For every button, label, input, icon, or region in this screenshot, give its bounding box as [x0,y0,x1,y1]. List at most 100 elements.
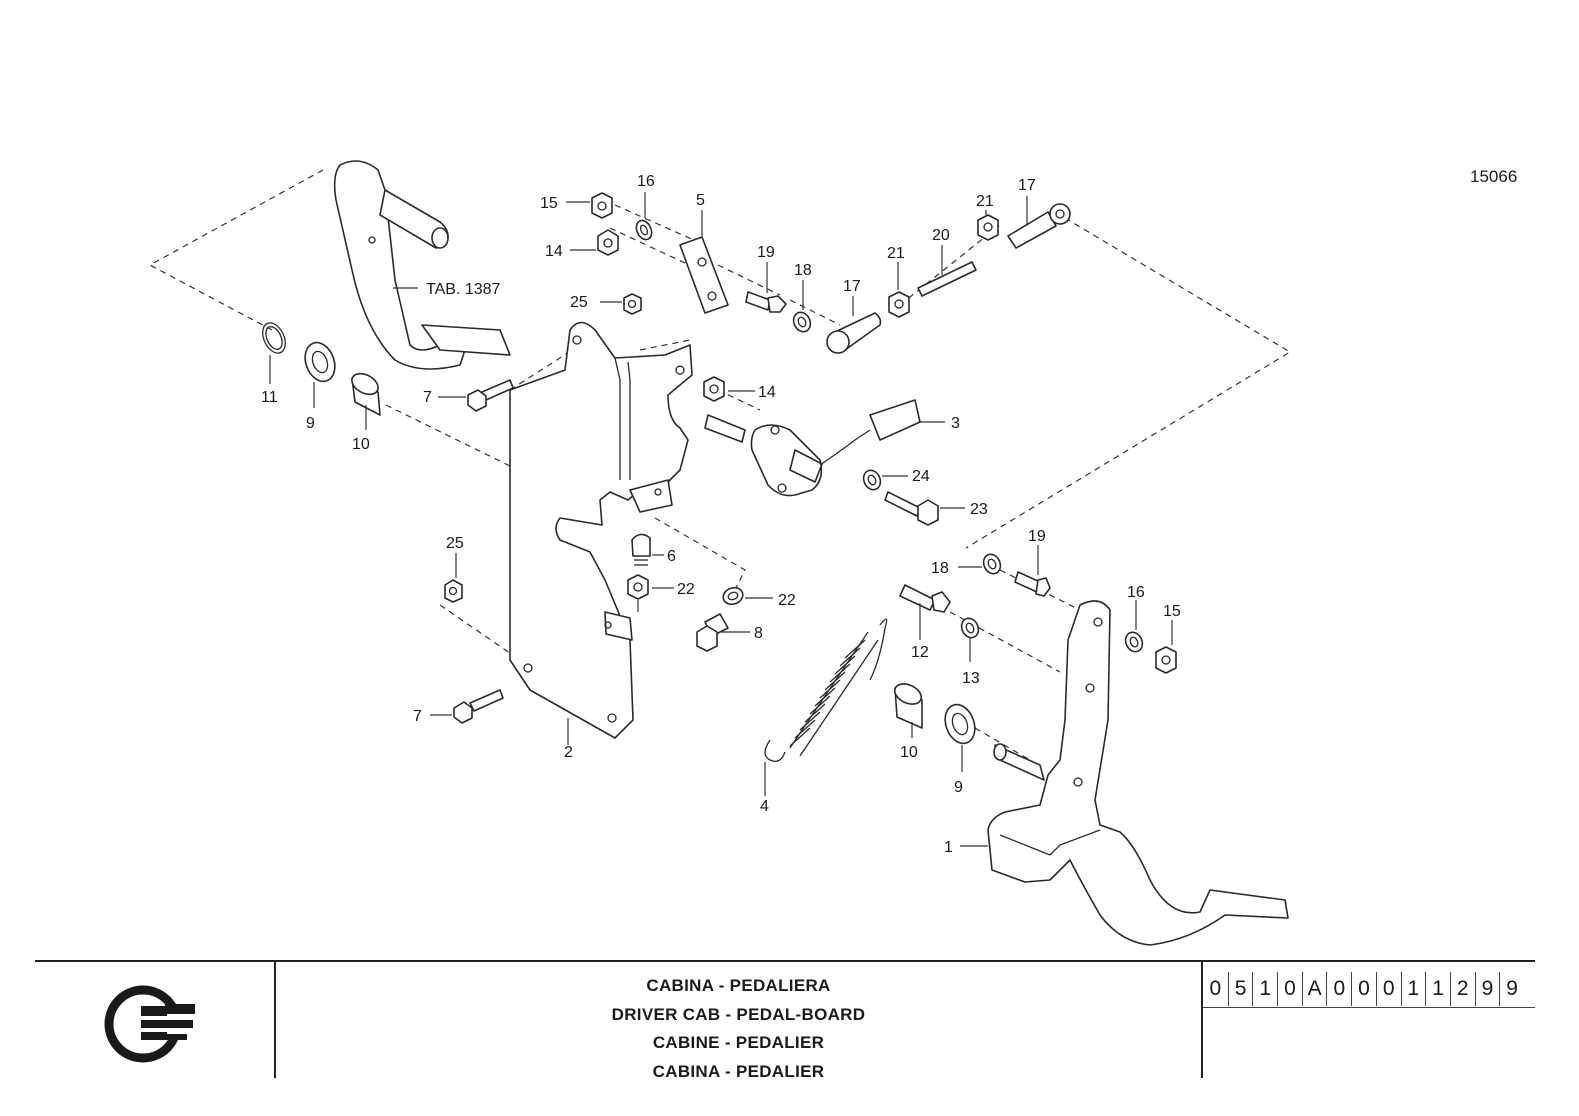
part-8-bolt: 8 [696,613,763,652]
part-17-ball-socket-upper: 17 [1007,177,1071,249]
title-block: CABINA - PEDALIERA DRIVER CAB - PEDAL-BO… [35,960,1535,1116]
svg-text:21: 21 [887,245,905,262]
part-25-nut-upper: 25 [570,293,642,315]
part-18-washer-upper: 18 [792,262,812,333]
code-char: 0 [1326,972,1351,1006]
part-14-nut-lower: 14 [703,376,776,402]
svg-text:14: 14 [758,384,776,401]
part-2-mounting-bracket: 2 [509,321,693,761]
svg-text:18: 18 [794,262,812,279]
svg-text:7: 7 [423,389,432,406]
code-char: 1 [1252,972,1277,1006]
svg-text:1: 1 [944,839,953,856]
svg-text:15: 15 [540,195,558,212]
svg-text:18: 18 [931,560,949,577]
svg-text:25: 25 [570,294,588,311]
title-block-top-rule [35,960,1535,962]
title-italian: CABINA - PEDALIERA [646,976,831,995]
svg-text:10: 10 [900,744,918,761]
code-char: 0 [1209,977,1222,1000]
svg-text:15: 15 [1163,603,1181,620]
part-16-washer-lower: 16 [1124,584,1145,653]
svg-text:4: 4 [760,798,769,815]
code-char: 0 [1351,972,1376,1006]
part-11-snap-ring: 11 [261,322,286,406]
code-char: 9 [1474,972,1500,1006]
title-english: DRIVER CAB - PEDAL-BOARD [611,1004,866,1024]
code-underline [1203,1007,1535,1008]
svg-text:25: 25 [446,535,464,552]
svg-text:10: 10 [352,436,370,453]
svg-text:16: 16 [637,173,655,190]
part-1-pedal: 1 [944,600,1289,946]
svg-text:23: 23 [970,501,988,518]
part-15-nut-upper: 15 [540,192,613,219]
part-17-ball-socket-lower: 17 [826,278,882,354]
part-24-washer: 24 [862,468,930,491]
svg-text:21: 21 [976,193,994,210]
svg-text:7: 7 [413,708,422,725]
part-7-bolt-upper: 7 [423,379,514,412]
part-3-pedal-sensor: 3 [704,399,960,497]
part-19-pin-lower: 19 [1014,528,1051,597]
code-char: 0 [1375,972,1401,1006]
part-10-bushing-lower: 10 [893,683,923,761]
svg-text:9: 9 [954,779,963,796]
part-22-washer-right: 22 [722,586,796,609]
svg-text:3: 3 [951,415,960,432]
cross-reference-label: TAB. 1387 [426,281,501,298]
svg-text:16: 16 [1127,584,1145,601]
part-9-washer-left: 9 [304,341,336,432]
manufacturer-logo-icon [104,985,195,1063]
part-22-nut-left: 22 [627,574,695,612]
part-5-link-plate: 5 [679,192,729,314]
part-16-washer-upper: 16 [635,173,655,241]
part-9-washer-lower: 9 [944,703,976,796]
assembly-dashed-lines [148,169,1292,761]
svg-text:20: 20 [932,227,950,244]
code-char: A [1301,972,1327,1006]
svg-text:24: 24 [912,468,930,485]
title-spanish: CABINA - PEDALIER [652,1061,825,1081]
svg-text:8: 8 [754,625,763,642]
svg-text:22: 22 [677,581,695,598]
code-char: 0 [1277,972,1302,1006]
svg-text:13: 13 [962,670,980,687]
drawing-reference-number: 15066 [1470,167,1517,186]
svg-text:11: 11 [261,389,278,406]
part-23-bolt: 23 [884,491,988,526]
svg-text:14: 14 [545,243,563,260]
title-block-divider-left [274,962,276,1078]
part-6-stop-screw: 6 [631,533,676,566]
code-char: 1 [1400,972,1426,1006]
title-block-divider-right [1201,962,1203,1078]
svg-text:19: 19 [757,244,775,261]
svg-text:5: 5 [696,192,705,209]
part-14-nut-upper: 14 [545,229,619,260]
svg-text:17: 17 [1018,177,1036,194]
part-18-washer-lower: 18 [931,553,1002,577]
part-12-pivot-pin: 12 [899,584,951,661]
code-char: 5 [1227,972,1253,1006]
code-char: 9 [1499,972,1524,1006]
exploded-parts-diagram: 15066 TAB. 1387 11 [148,160,1517,946]
part-21-nut-upper: 21 [976,193,999,241]
svg-text:19: 19 [1028,528,1046,545]
svg-text:2: 2 [564,744,573,761]
part-4-return-spring: 4 [760,618,888,815]
drawing-titles: CABINA - PEDALIERA DRIVER CAB - PEDAL-BO… [276,972,1201,1086]
svg-text:9: 9 [306,415,315,432]
part-21-nut-middle: 21 [887,245,910,318]
part-10-bushing-left: 10 [351,372,381,453]
part-25-nut-lower: 25 [444,535,464,603]
code-char: 1 [1425,972,1450,1006]
drawing-code: 0 5 1 0 A 0 0 0 1 1 2 9 9 [1203,972,1524,1006]
svg-text:12: 12 [911,644,929,661]
part-15-nut-lower: 15 [1155,603,1181,674]
part-13-washer: 13 [960,617,980,687]
code-char: 2 [1449,972,1475,1006]
svg-text:22: 22 [778,592,796,609]
svg-text:17: 17 [843,278,861,295]
part-20-threaded-rod: 20 [917,227,977,297]
left-brake-pedal: TAB. 1387 [333,160,511,370]
